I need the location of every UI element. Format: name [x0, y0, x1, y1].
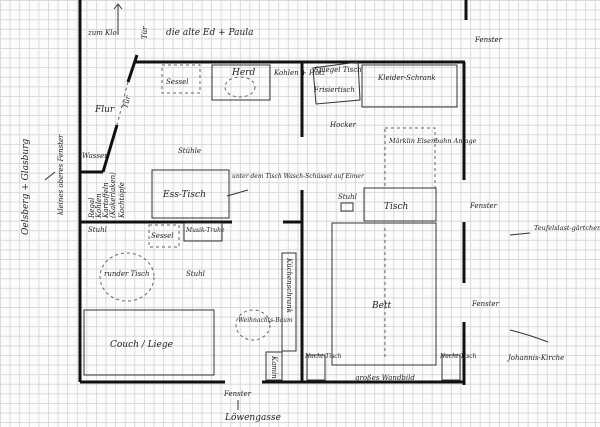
shelf-label: Regal [88, 198, 96, 219]
walls [78, 0, 468, 385]
big-picture-label: großes Wandbild [355, 374, 415, 382]
mirror-table-label: Spiegel Tisch [314, 66, 362, 74]
shelf-item: Kohlen [95, 193, 103, 219]
water-label: Wasser [82, 152, 108, 160]
dining-table-label: Ess-Tisch [162, 190, 206, 200]
shelf-item: (Kakerlaken) [109, 172, 117, 218]
nightstand-left [306, 354, 326, 381]
nightstand-right [441, 354, 461, 381]
window-bottom-label: Fenster [223, 390, 252, 398]
chair-right-label: Stuhl [338, 193, 357, 201]
couch-label: Couch / Liege [110, 340, 173, 350]
coal-label: Kohlen + Holz [273, 69, 326, 77]
direction-right-label: Johannis-Kirche [506, 354, 564, 362]
christmas-tree-label: Weihnachts-Baum [238, 317, 293, 324]
armchair [148, 224, 180, 248]
to-toilet-label: zum Klo [87, 29, 117, 37]
window-label: Fenster [469, 202, 498, 210]
bed-label: Bett [371, 301, 392, 311]
fireplace [265, 351, 283, 381]
couch [83, 309, 215, 376]
armchair-top-label: Sessel [166, 78, 189, 86]
neighbours-label: die alte Ed + Paula [166, 28, 254, 38]
kitchen-cupboard [281, 252, 297, 352]
armchair-label: Sessel [151, 232, 174, 240]
music-chest [183, 222, 223, 242]
dining-table [151, 169, 230, 219]
model-railway-label: Märklin Eisenbahn Anlage [388, 137, 477, 145]
door-label: Tür [141, 26, 149, 39]
stove [211, 64, 271, 101]
street-label: Löwengasse [224, 413, 281, 423]
christmas-tree [235, 309, 271, 341]
nightstand-label: Nacht-Tisch [304, 353, 342, 360]
dressing-table-label: Frisiertisch [313, 86, 355, 94]
bed [331, 222, 437, 366]
door-jamb [126, 54, 139, 83]
table-label: Tisch [384, 202, 408, 212]
stool-label: Hocker [329, 121, 357, 129]
hall-wall [101, 124, 119, 173]
window-label: Fenster [474, 36, 503, 44]
armchair-top [161, 64, 201, 94]
table [363, 187, 437, 222]
small-window-label: kleines oberes Fenster [57, 134, 65, 215]
chairs-label: Stühle [178, 147, 201, 155]
shelf-item: Kartoffeln [102, 182, 110, 219]
stove-label: Herd [231, 68, 255, 78]
chair-label: Stuhl [88, 226, 107, 234]
under-table-note: unter dem Tisch Wasch-Schüssel auf Eimer [232, 173, 365, 180]
direction-right-label: Teufelslast-gärtchen und Seilerweg [534, 224, 600, 232]
nightstand-label: Nacht-Tisch [439, 353, 477, 360]
kitchen-cupboard-label: Küchenschrank [285, 257, 293, 313]
chair [340, 202, 354, 212]
chair-label: Stuhl [186, 270, 205, 278]
wardrobe-label: Kleider-Schrank [377, 74, 436, 82]
dressing-table [312, 61, 361, 105]
wardrobe [361, 64, 458, 108]
door-hall-label: Tür [121, 94, 132, 109]
round-table [99, 252, 155, 302]
shelf-item: Kochtöpfe [118, 182, 126, 219]
window-label: Fenster [471, 300, 500, 308]
music-chest-label: Musik-Truhe [185, 227, 225, 234]
fireplace-label: Kamin [270, 355, 278, 379]
round-table-label: runder Tisch [104, 270, 150, 278]
hallway-label: Flur [94, 105, 115, 115]
direction-left-label: Oelsberg + Glasburg [21, 138, 31, 235]
